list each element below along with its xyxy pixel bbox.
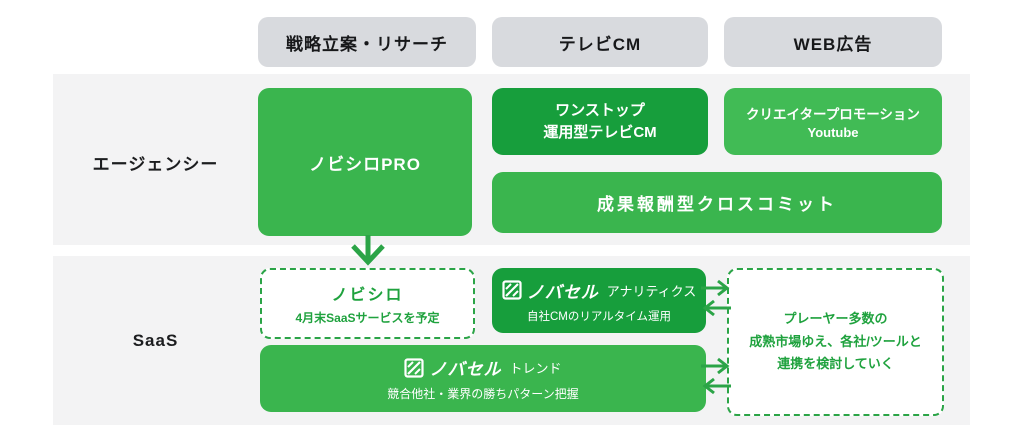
partner-note-line3: 連携を検討していく [777,356,894,372]
box-nobishiro-title: ノビシロ [331,287,404,304]
box-onestop-line2: 運用型テレビCM [543,123,657,141]
analytics-exchange-arrows-icon [701,279,731,317]
column-header-strategy-research: 戦略立案・リサーチ [258,17,476,67]
trend-exchange-arrows-icon [701,357,731,395]
box-nobishiro-subtitle: 4月末SaaSサービスを予定 [295,311,440,325]
trend-product-text: トレンド [509,361,562,376]
analytics-product-text: アナリティクス [606,283,697,299]
partner-note-line1: プレーヤー多数の [783,310,888,326]
row-label-agency: エージェンシー [92,155,219,174]
partner-note-line2: 成熟市場ゆえ、各社/ツールと [749,333,922,349]
box-novacell-analytics: ノバセル アナリティクス 自社CMのリアルタイム運用 [492,268,706,333]
box-onestop-tvcm: ワンストップ 運用型テレビCM [492,88,708,155]
box-onestop-line1: ワンストップ [555,101,645,119]
box-cross-commit: 成果報酬型クロスコミット [492,172,942,233]
trend-subtitle: 競合他社・業界の勝ちパターン把握 [387,387,579,401]
down-arrow-icon [351,235,385,266]
box-partner-note: プレーヤー多数の 成熟市場ゆえ、各社/ツールと 連携を検討していく [727,268,944,416]
analytics-subtitle: 自社CMのリアルタイム運用 [526,310,672,323]
column-header-web-ads: WEB広告 [724,17,942,67]
box-creator-line2: Youtube [807,125,859,140]
analytics-brand-text: ノバセル [526,282,599,302]
box-nobishiro-saas: ノビシロ 4月末SaaSサービスを予定 [260,268,475,339]
box-nobishiro-pro: ノビシロPRO [258,88,472,236]
novacell-logo-icon [404,357,425,378]
row-label-saas: SaaS [132,331,179,350]
trend-brand-text: ノバセル [429,360,502,379]
column-header-tv-cm: テレビCM [492,17,708,67]
box-creator-line1: クリエイタープロモーション [746,107,920,122]
novacell-logo-icon [502,280,522,300]
box-creator-promotion: クリエイタープロモーション Youtube [724,88,942,155]
box-novacell-trend: ノバセル トレンド 競合他社・業界の勝ちパターン把握 [260,345,706,412]
